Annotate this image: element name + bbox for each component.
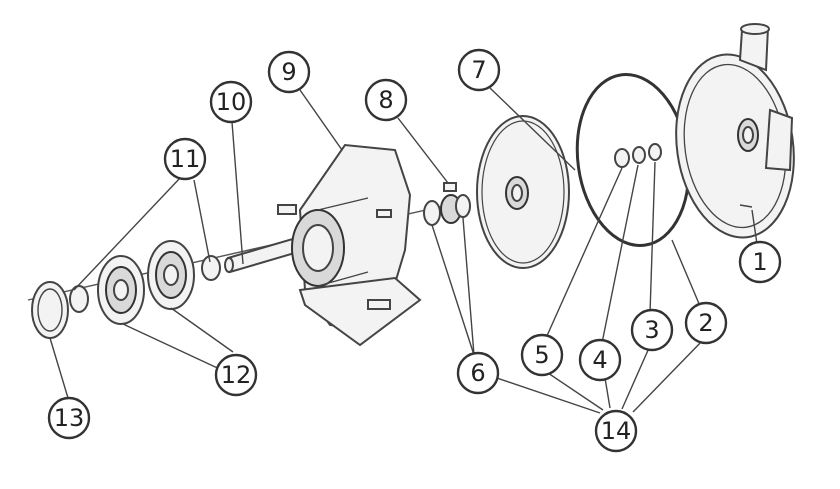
callout-14-label: 14 — [601, 417, 632, 445]
callout-6-label: 6 — [470, 359, 485, 387]
leader-4 — [601, 164, 639, 344]
callout-11: 11 — [163, 137, 207, 181]
part-shaft — [224, 236, 300, 274]
part-impeller-nut — [648, 143, 662, 161]
callout-2-label: 2 — [698, 309, 713, 337]
part-impeller-washer — [614, 148, 630, 168]
leader-10 — [231, 121, 244, 265]
callout-6: 6 — [456, 351, 500, 395]
part-spacer-washer-front — [69, 285, 89, 313]
leader-1 — [751, 209, 758, 245]
part-bearing-front — [97, 255, 145, 325]
leader-7 — [489, 87, 576, 171]
callout-1: 1 — [738, 240, 782, 284]
part-spacer-washer-rear — [201, 255, 221, 281]
callout-5-label: 5 — [534, 341, 549, 369]
part-bearing-frame — [277, 143, 422, 347]
part-pump-casing — [675, 23, 795, 239]
callout-10-label: 10 — [216, 88, 247, 116]
callout-3-label: 3 — [644, 316, 659, 344]
leader-14c — [604, 377, 611, 409]
callout-4: 4 — [578, 338, 622, 382]
callout-13-label: 13 — [54, 404, 85, 432]
callout-1-label: 1 — [752, 248, 767, 276]
leader-2 — [671, 239, 701, 307]
callout-7: 7 — [457, 48, 501, 92]
callout-8-label: 8 — [378, 86, 393, 114]
leader-12a — [122, 323, 227, 373]
callout-13: 13 — [47, 396, 91, 440]
callout-11-label: 11 — [170, 145, 201, 173]
leader-3 — [649, 161, 656, 314]
leader-lines — [49, 87, 758, 414]
leader-6b — [462, 217, 475, 356]
callout-12: 12 — [214, 353, 258, 397]
part-backplate — [476, 115, 570, 269]
leader-13 — [49, 337, 69, 399]
leader-11b — [193, 179, 211, 263]
part-bearing-rear — [147, 240, 195, 310]
callout-9: 9 — [267, 50, 311, 94]
callout-4-label: 4 — [592, 346, 607, 374]
callout-3: 3 — [630, 308, 674, 352]
part-set-screw — [443, 182, 457, 192]
callout-8: 8 — [364, 78, 408, 122]
callout-12-label: 12 — [221, 361, 252, 389]
leader-14b — [547, 372, 604, 411]
leader-14e — [632, 337, 706, 413]
leader-11a — [73, 176, 182, 291]
leader-8 — [397, 117, 449, 184]
part-impeller-lockwasher — [632, 146, 646, 164]
callout-9-label: 9 — [281, 58, 296, 86]
leader-14d — [621, 347, 650, 410]
part-retaining-ring — [31, 281, 69, 339]
callout-7-label: 7 — [471, 56, 486, 84]
callout-5: 5 — [520, 333, 564, 377]
leader-14a — [484, 373, 601, 414]
leader-12b — [170, 307, 234, 353]
callout-10: 10 — [209, 80, 253, 124]
part-shaft-seal — [423, 194, 471, 226]
leader-6a — [431, 224, 475, 356]
callout-14: 14 — [594, 409, 638, 453]
leader-5 — [545, 167, 623, 339]
callout-2: 2 — [684, 301, 728, 345]
leader-9 — [299, 89, 343, 151]
